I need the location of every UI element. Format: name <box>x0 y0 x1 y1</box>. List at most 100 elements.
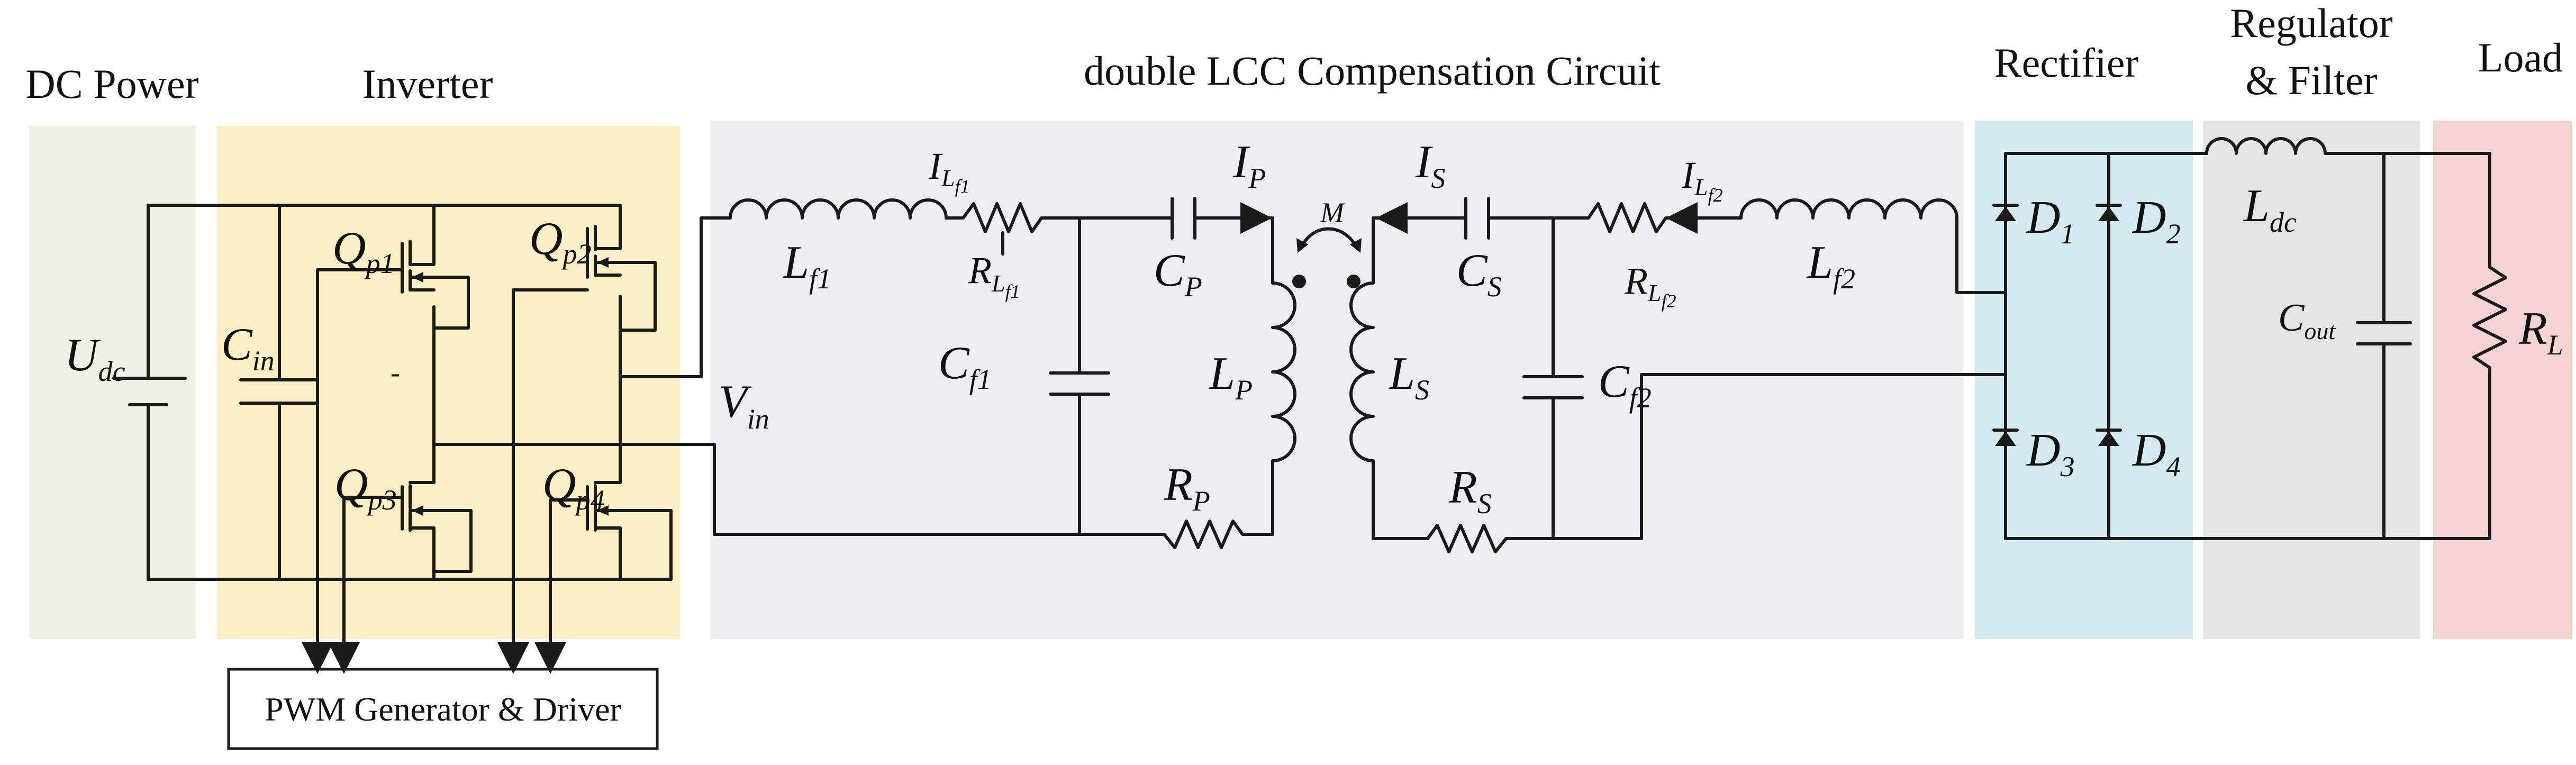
svg-text:RLf2: RLf2 <box>1624 260 1676 312</box>
lf2-inductor-symbol <box>1739 198 2007 294</box>
svg-text:LS: LS <box>1388 348 1429 406</box>
label-d1: D1 <box>2026 192 2075 250</box>
svg-text:Qp1: Qp1 <box>332 223 395 279</box>
cf2-capacitor-symbol <box>1522 216 2007 540</box>
label-lp: LP <box>1208 348 1253 406</box>
svg-text:ILf1: ILf1 <box>928 145 970 197</box>
svg-text:Cf2: Cf2 <box>1598 356 1652 414</box>
svg-text:D2: D2 <box>2132 192 2181 250</box>
svg-text:Cout: Cout <box>2278 296 2336 344</box>
dc-source-symbol <box>112 204 673 581</box>
cout-capacitor-symbol <box>2356 152 2412 540</box>
mosfet-qp2 <box>512 225 657 332</box>
rs-resistor-symbol <box>1372 524 1555 553</box>
label-d4: D4 <box>2132 425 2181 482</box>
label-rlf2: RLf2 <box>1624 260 1676 312</box>
svg-text:D3: D3 <box>2026 425 2075 482</box>
cf1-capacitor-symbol <box>1049 216 1110 536</box>
svg-text:RP: RP <box>1164 459 1210 517</box>
diode-d2 <box>2096 204 2122 221</box>
header-compensation: double LCC Compensation Circuit <box>1084 48 1661 94</box>
label-ilf2: ILf2 <box>1681 154 1723 206</box>
svg-text:D1: D1 <box>2026 192 2075 250</box>
mosfet-qp1 <box>316 240 470 330</box>
rectifier-region <box>1975 121 2193 639</box>
label-udc: Udc <box>65 330 125 387</box>
svg-text:RS: RS <box>1448 462 1492 520</box>
label-is: IS <box>1415 136 1445 194</box>
inverter-region <box>217 126 680 639</box>
header-regulator-line2: & Filter <box>2245 57 2377 103</box>
mosfet-qp3 <box>342 481 473 573</box>
svg-text:Qp3: Qp3 <box>334 459 397 516</box>
svg-text:ILf2: ILf2 <box>1681 154 1723 206</box>
label-cf1: Cf1 <box>938 338 992 395</box>
lf1-inductor-symbol <box>729 198 965 220</box>
label-lf1: Lf1 <box>782 237 831 295</box>
pwm-block <box>227 668 659 750</box>
label-qp1: Qp1 <box>332 223 395 279</box>
mosfet-qp4 <box>549 481 673 581</box>
svg-text:Cf1: Cf1 <box>938 338 992 395</box>
mutual-coupling-arrow <box>1296 227 1362 253</box>
dot-secondary <box>1347 275 1360 288</box>
cp-capacitor-symbol <box>1078 197 1274 285</box>
label-rs: RS <box>1448 462 1492 520</box>
pwm-label: PWM Generator & Driver <box>265 690 621 728</box>
diode-d3 <box>1992 429 2019 446</box>
svg-text:IS: IS <box>1415 136 1445 194</box>
svg-text:Ldc: Ldc <box>2243 180 2297 238</box>
label-lf2: Lf2 <box>1806 237 1855 295</box>
rl-resistor-symbol <box>2472 152 2507 540</box>
svg-text:Lf1: Lf1 <box>782 237 831 295</box>
label-cs: CS <box>1456 245 1502 303</box>
label-cout: Cout <box>2278 296 2336 344</box>
input-capacitor-symbol <box>239 204 319 581</box>
label-qp4: Qp4 <box>542 459 605 516</box>
header-dc-power: DC Power <box>25 61 198 107</box>
svg-text:RL: RL <box>2518 303 2563 361</box>
pwm-arrows <box>302 633 566 674</box>
diode-d1 <box>1992 204 2019 221</box>
rlf2-resistor-symbol <box>1587 202 1743 233</box>
svg-text:Udc: Udc <box>65 330 125 387</box>
rp-resistor-symbol <box>1163 520 1274 549</box>
svg-text:LP: LP <box>1208 348 1253 406</box>
label-m: M <box>1320 197 1346 229</box>
svg-text:Cin: Cin <box>221 319 275 377</box>
ldc-inductor-symbol <box>2205 137 2491 155</box>
label-ldc: Ldc <box>2243 180 2297 238</box>
label-vin: Vin <box>719 376 769 435</box>
rlf1-resistor-symbol <box>962 202 1081 256</box>
svg-text:Qp4: Qp4 <box>542 459 605 516</box>
label-cp: CP <box>1154 245 1202 303</box>
label-qp2: Qp2 <box>529 213 592 270</box>
compensation-region <box>710 121 1963 639</box>
label-rp: RP <box>1164 459 1210 517</box>
header-load: Load <box>2478 34 2563 80</box>
dot-primary <box>1292 275 1306 288</box>
label-d3: D3 <box>2026 425 2075 482</box>
svg-text:Lf2: Lf2 <box>1806 237 1855 295</box>
label-rlf1: RLf1 <box>968 249 1020 302</box>
label-cin: Cin <box>221 319 275 377</box>
svg-text:D4: D4 <box>2132 425 2181 482</box>
label-d2: D2 <box>2132 192 2181 250</box>
label-qp3: Qp3 <box>334 459 397 516</box>
label-midpoint-mark: - <box>391 357 400 388</box>
label-ip: IP <box>1232 136 1266 194</box>
svg-text:CS: CS <box>1456 245 1502 303</box>
svg-text:Vin: Vin <box>719 376 769 435</box>
svg-text:IP: IP <box>1232 136 1266 194</box>
load-region <box>2433 121 2572 639</box>
svg-text:CP: CP <box>1154 245 1202 303</box>
header-regulator-line1: Regulator <box>2230 0 2393 46</box>
label-ilf1: ILf1 <box>928 145 970 197</box>
dc-power-region <box>29 126 196 639</box>
svg-text:Qp2: Qp2 <box>529 213 592 270</box>
label-ls: LS <box>1388 348 1429 406</box>
header-inverter: Inverter <box>362 61 493 107</box>
regulator-region <box>2203 121 2420 639</box>
